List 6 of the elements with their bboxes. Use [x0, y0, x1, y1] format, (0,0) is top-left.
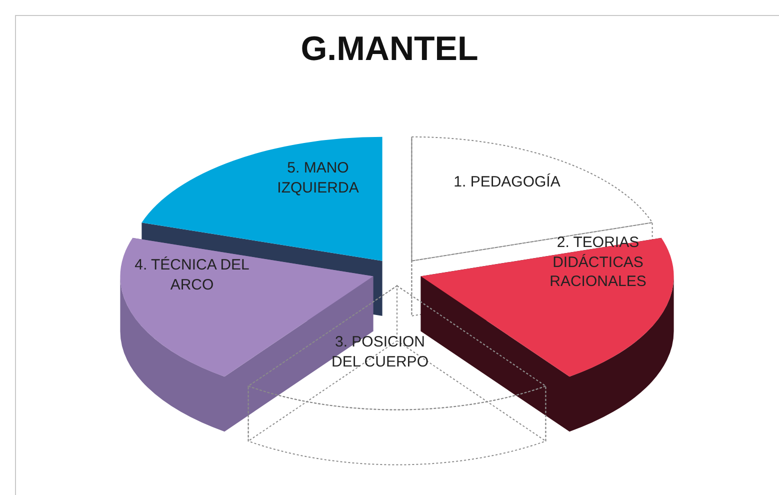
chart-title: G.MANTEL — [300, 30, 480, 69]
slice-label: 4. TÉCNICA DEL ARCO — [134, 256, 250, 294]
slice-label: 3. POSICION DEL CUERPO — [330, 332, 430, 372]
slice-label: 2. TEORIAS DIDÁCTICAS RACIONALES — [548, 232, 648, 292]
slice-label: 1. PEDAGOGÍA — [452, 172, 562, 192]
slice-label: 5. MANO IZQUIERDA — [276, 158, 360, 198]
